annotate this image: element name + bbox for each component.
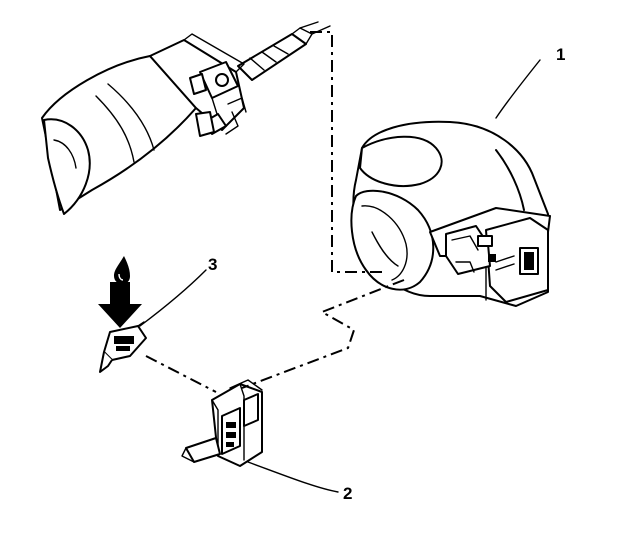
leader-lines: [139, 59, 541, 493]
bracket-part-2: [181, 379, 263, 467]
oil-drop-icon: [114, 256, 130, 284]
module-housing-part-1: [350, 120, 551, 307]
callout-2: 2: [343, 484, 352, 503]
callout-3: 3: [208, 255, 217, 274]
steering-column: [41, 21, 331, 215]
callout-1: 1: [556, 45, 565, 64]
alignment-lines: [145, 31, 405, 393]
lock-clip-part-3: [99, 321, 147, 373]
down-arrow-icon: [98, 282, 142, 328]
